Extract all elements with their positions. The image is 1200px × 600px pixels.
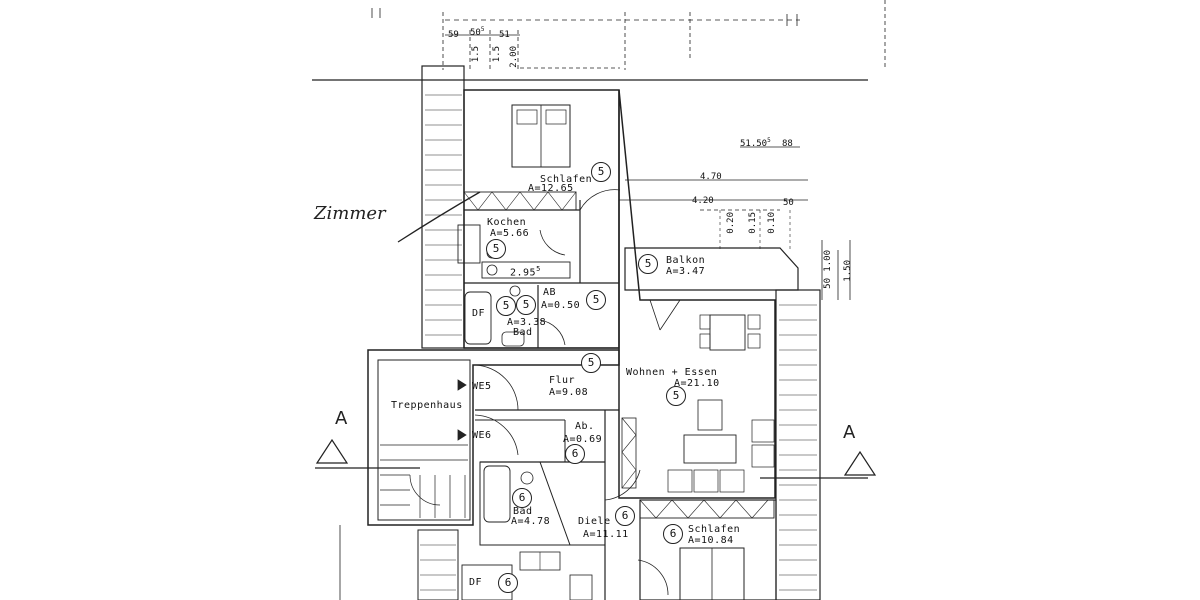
fixture-df-bottom: DF [469, 577, 483, 588]
unit-mark-df-bottom: 6 [498, 573, 518, 593]
dimension-vertical-100: 1.00 [823, 250, 833, 272]
dimension-right-88: 88 [782, 139, 793, 149]
section-marker-right: A [843, 422, 856, 443]
room-ab-top-area: A=0.50 [541, 300, 581, 311]
room-ab-bottom-name: Ab. [575, 421, 595, 432]
dimension-right-51-50: 51.505 [740, 137, 771, 149]
room-flur-name: Flur [549, 375, 576, 386]
room-ab-top-name: AB [543, 287, 557, 298]
room-kochen-top-name: Kochen [487, 217, 527, 228]
entrance-we6-label: WE6 [472, 430, 492, 441]
room-bad-top-unit: 5 [496, 296, 516, 316]
dimension-top-left-v1: 1.5 [471, 46, 481, 63]
room-schlafen-top-area: A=12.65 [528, 183, 574, 194]
dimension-top-51: 51 [499, 30, 510, 40]
room-flur-area: A=9.08 [549, 387, 589, 398]
room-wohnen-name: Wohnen + Essen [626, 367, 718, 378]
dimension-width-420: 4.20 [692, 196, 714, 206]
room-balkon-unit: 5 [638, 254, 658, 274]
unit-mark-bad-top-second: 5 [516, 295, 536, 315]
room-balkon-name: Balkon [666, 255, 706, 266]
room-balkon-area: A=3.47 [666, 266, 706, 277]
room-schlafen-top-name: Schlafen [540, 174, 593, 185]
room-schlafen-bottom-area: A=10.84 [688, 535, 734, 546]
room-schlafen-bottom-name: Schlafen [688, 524, 741, 535]
room-bad-top-name: Bad [513, 327, 533, 338]
room-wohnen-unit: 5 [666, 386, 686, 406]
dimension-vertical-150: 1.50 [843, 260, 853, 282]
room-ab-top-unit: 5 [586, 290, 606, 310]
room-kochen-top-area: A=5.66 [490, 228, 530, 239]
dimension-width-470: 4.70 [700, 172, 722, 182]
dimension-vertical-020: 0.20 [726, 212, 736, 234]
room-diele-area: A=11.11 [583, 529, 629, 540]
entrance-we5-label: WE5 [472, 381, 492, 392]
room-kochen-top-unit: 5 [486, 239, 506, 259]
room-schlafen-top-unit: 5 [591, 162, 611, 182]
dimension-vertical-50: 50 [823, 278, 833, 289]
room-bad-bottom-name: Bad [513, 506, 533, 517]
kitchen-length-dimension: 2.955 [510, 265, 541, 279]
room-ab-bottom-unit: 6 [565, 444, 585, 464]
dimension-vertical-010: 0.10 [767, 212, 777, 234]
room-diele-name: Diele [578, 516, 611, 527]
room-flur-unit: 5 [581, 353, 601, 373]
room-bad-bottom-area: A=4.78 [511, 516, 551, 527]
dimension-vertical-015: 0.15 [748, 212, 758, 234]
section-marker-left: A [335, 408, 348, 429]
room-ab-bottom-area: A=0.69 [563, 434, 603, 445]
room-bad-bottom-unit: 6 [512, 488, 532, 508]
dimension-width-50: 50 [783, 198, 794, 208]
dimension-top-59: 59 [448, 30, 459, 40]
room-bad-top-area: A=3.38 [507, 317, 547, 328]
handwritten-note: Zimmer [314, 203, 386, 224]
dimension-top-left-v2: 1.5 [492, 46, 502, 63]
room-treppenhaus-name: Treppenhaus [391, 400, 463, 411]
room-wohnen-area: A=21.10 [674, 378, 720, 389]
dimension-top-50: 505 [470, 26, 485, 38]
room-schlafen-bottom-unit: 6 [663, 524, 683, 544]
fixture-df-top: DF [472, 308, 486, 319]
room-diele-unit: 6 [615, 506, 635, 526]
dimension-top-left-v3: 2.00 [509, 46, 519, 68]
